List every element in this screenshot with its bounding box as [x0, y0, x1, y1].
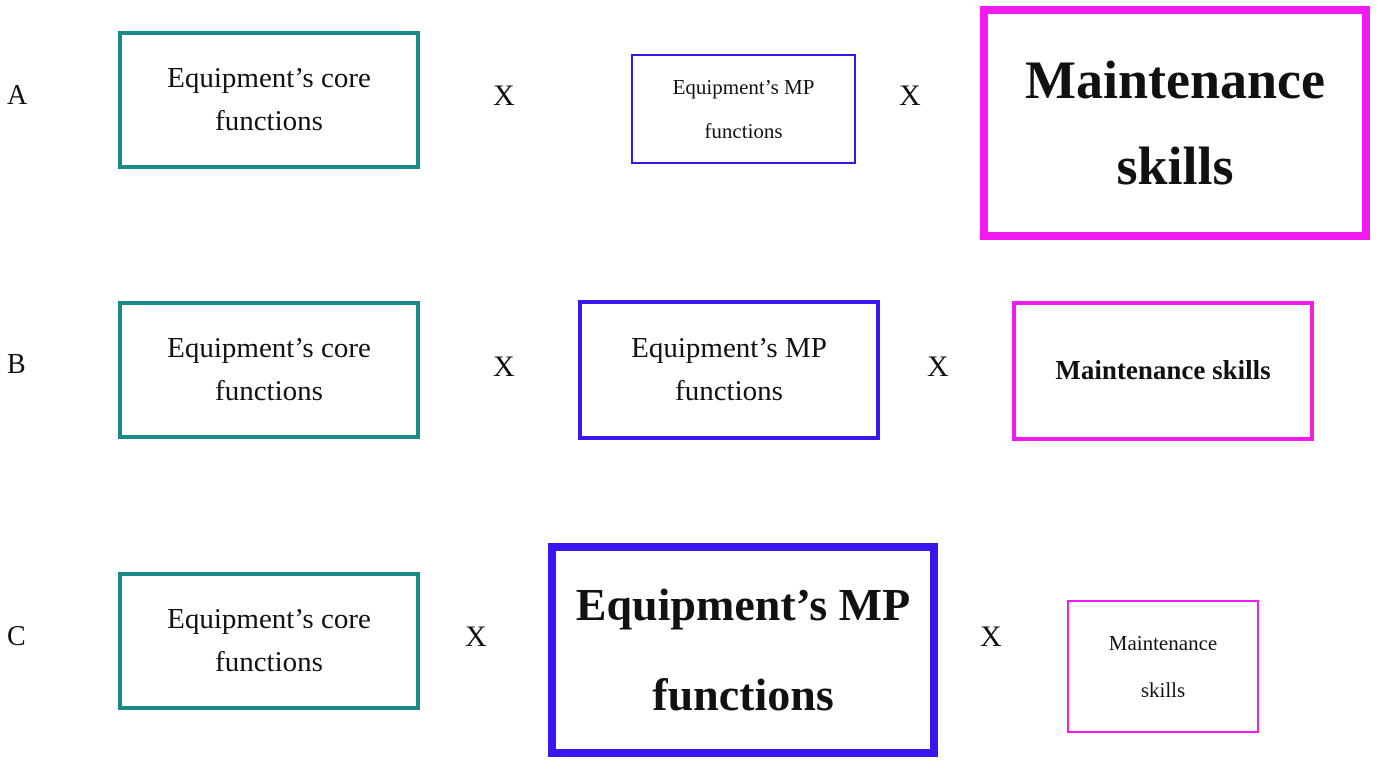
core-functions-label-c: Equipment’s core functions — [167, 602, 371, 679]
maintenance-skills-box-a: Maintenance skills — [980, 6, 1370, 240]
mp-functions-box-c: Equipment’s MP functions — [548, 543, 938, 757]
row-label-c: C — [7, 621, 26, 652]
maintenance-skills-box-b: Maintenance skills — [1012, 301, 1314, 441]
maintenance-skills-box-c: Maintenance skills — [1067, 600, 1259, 733]
maintenance-skills-label-b: Maintenance skills — [1055, 355, 1271, 386]
mp-functions-box-b: Equipment’s MP functions — [578, 300, 880, 440]
mp-functions-label-a: Equipment’s MP functions — [672, 74, 815, 143]
multiply-sign-a1: X — [493, 79, 515, 112]
multiply-sign-a2: X — [899, 79, 921, 112]
mp-functions-box-a: Equipment’s MP functions — [631, 54, 856, 164]
core-functions-box-b: Equipment’s core functions — [118, 301, 420, 439]
mp-functions-label-c: Equipment’s MP functions — [575, 579, 911, 720]
core-functions-box-c: Equipment’s core functions — [118, 572, 420, 710]
multiply-sign-c2: X — [980, 620, 1002, 653]
maintenance-skills-label-c: Maintenance skills — [1108, 631, 1218, 702]
multiply-sign-b1: X — [493, 350, 515, 383]
mp-functions-label-b: Equipment’s MP functions — [631, 331, 827, 408]
core-functions-box-a: Equipment’s core functions — [118, 31, 420, 169]
multiply-sign-c1: X — [465, 620, 487, 653]
row-label-b: B — [7, 349, 26, 380]
core-functions-label-a: Equipment’s core functions — [167, 61, 371, 138]
multiply-sign-b2: X — [927, 350, 949, 383]
maintenance-skills-label-a: Maintenance skills — [1025, 49, 1325, 196]
core-functions-label-b: Equipment’s core functions — [167, 331, 371, 408]
row-label-a: A — [7, 80, 28, 111]
